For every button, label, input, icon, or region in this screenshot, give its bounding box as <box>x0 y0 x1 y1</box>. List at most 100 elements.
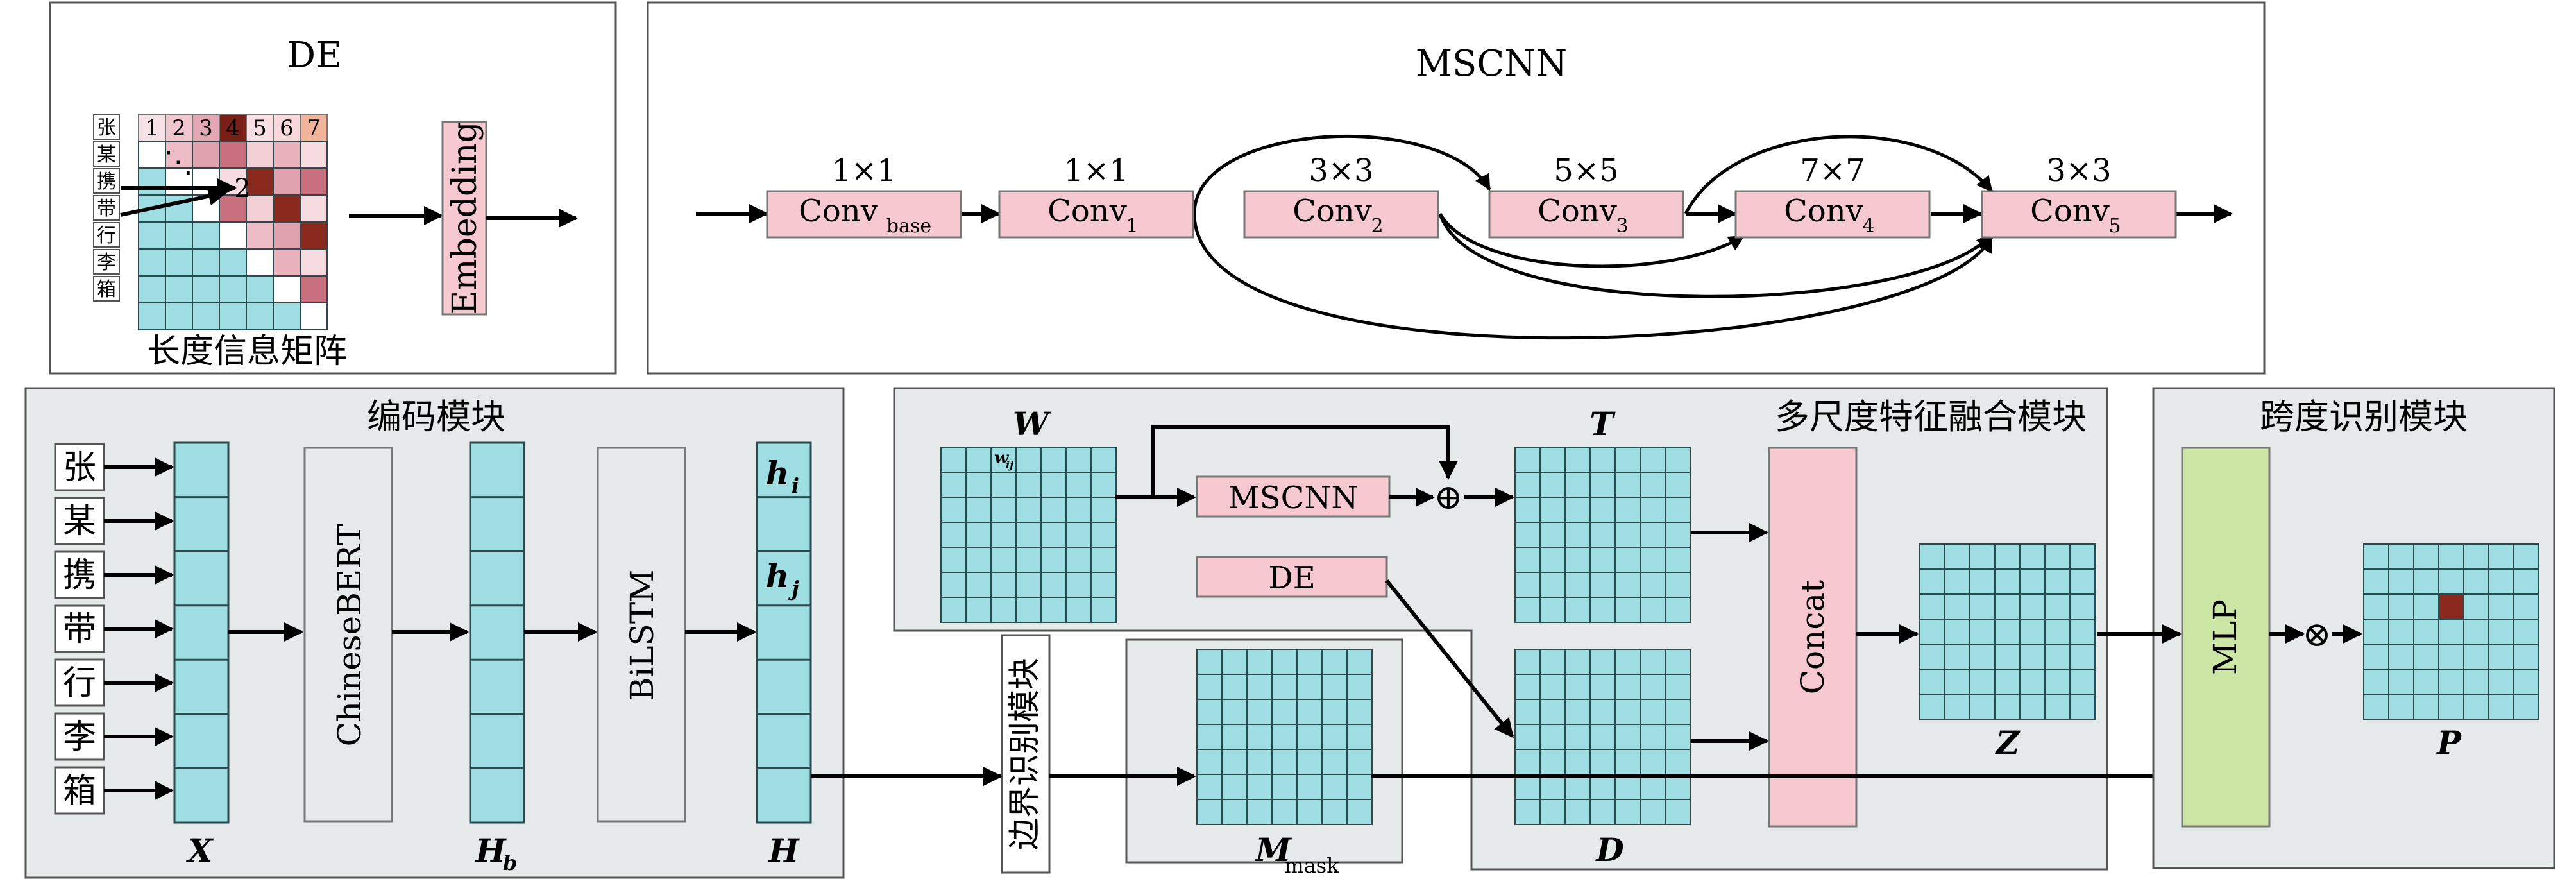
plus-symbol: ⊕ <box>1434 477 1462 517</box>
z-matrix-cell <box>1994 543 2021 570</box>
z-matrix-cell <box>1994 593 2021 620</box>
d-matrix-cell <box>1614 699 1641 725</box>
p-matrix-cell <box>2388 543 2414 570</box>
mask-matrix-cell <box>1296 674 1323 700</box>
de-arrow-2 <box>120 186 228 217</box>
concat-box <box>1768 447 1858 828</box>
input-char-box <box>54 658 105 707</box>
w-matrix-cell <box>940 447 967 473</box>
t-matrix-cell <box>1564 547 1591 573</box>
d-matrix-cell <box>1640 799 1666 825</box>
mask-matrix-cell <box>1221 649 1248 675</box>
w-matrix-cell <box>990 597 1017 623</box>
d-matrix-cell <box>1665 799 1691 825</box>
mask-matrix-cell <box>1271 699 1298 725</box>
conv2-to-conv5-arc <box>1438 213 1993 298</box>
t-matrix-cell <box>1514 572 1541 598</box>
de-matrix-cell <box>138 221 166 250</box>
mask-matrix-cell <box>1196 774 1223 800</box>
conv-kernel-size: 7×7 <box>1800 153 1865 189</box>
t-matrix-cell <box>1539 597 1566 623</box>
d-matrix-cell <box>1514 649 1541 675</box>
p-matrix-cell <box>2463 543 2489 570</box>
t-label: T <box>1589 405 1616 443</box>
w-matrix-cell <box>1015 572 1042 598</box>
t-matrix-cell <box>1589 572 1616 598</box>
de-matrix-cell <box>246 302 274 330</box>
z-label: Z <box>1995 724 2021 762</box>
de-matrix-cell <box>300 275 328 303</box>
w-matrix-cell <box>990 522 1017 548</box>
p-matrix-cell <box>2513 543 2539 570</box>
otimes-symbol: ⊗ <box>2302 614 2331 654</box>
de-box <box>1196 556 1388 598</box>
d-matrix-cell <box>1539 774 1566 800</box>
de-matrix-cell <box>300 302 328 330</box>
t-matrix-cell <box>1589 497 1616 523</box>
p-matrix-cell <box>2463 694 2489 720</box>
d-matrix-cell <box>1640 724 1666 750</box>
t-matrix-cell <box>1539 447 1566 473</box>
mask-matrix-cell <box>1321 649 1348 675</box>
z-matrix-cell <box>2044 669 2071 695</box>
mask-matrix-cell <box>1246 799 1273 825</box>
t-matrix-cell <box>1665 547 1691 573</box>
de-matrix-cell <box>192 302 220 330</box>
input-char: 李 <box>63 718 96 756</box>
p-matrix-cell <box>2388 694 2414 720</box>
d-matrix-cell <box>1564 649 1591 675</box>
mask-matrix-cell <box>1296 649 1323 675</box>
conv-name: Conv <box>799 193 878 229</box>
z-matrix-cell <box>1944 568 1970 595</box>
chinesebert-box <box>303 447 393 823</box>
de-matrix-cell <box>192 167 220 196</box>
de-matrix-cell <box>219 275 247 303</box>
de-matrix-cell <box>165 167 193 196</box>
w-matrix <box>940 447 1117 623</box>
w-matrix-cell <box>1065 597 1092 623</box>
d-matrix-cell <box>1539 749 1566 775</box>
d-matrix-cell <box>1614 724 1641 750</box>
input-char-box <box>54 712 105 761</box>
mask-matrix-cell <box>1271 774 1298 800</box>
d-matrix-cell <box>1640 699 1666 725</box>
p-matrix-cell <box>2413 619 2439 645</box>
w-matrix-cell <box>1015 522 1042 548</box>
t-matrix-cell <box>1539 547 1566 573</box>
t-matrix-cell <box>1564 472 1591 498</box>
w-matrix-cell <box>990 497 1017 523</box>
mask-matrix-cell <box>1346 774 1373 800</box>
z-matrix-cell <box>1969 543 1996 570</box>
mask-matrix-cell <box>1246 724 1273 750</box>
input-char: 箱 <box>63 772 96 810</box>
de-matrix-cell <box>165 221 193 250</box>
p-matrix-cell <box>2513 568 2539 595</box>
d-matrix-cell <box>1614 749 1641 775</box>
z-matrix-cell <box>2069 644 2096 670</box>
t-matrix-cell <box>1514 472 1541 498</box>
p-matrix-cell <box>2488 543 2514 570</box>
wij-label: w <box>994 448 1010 468</box>
w-matrix-cell <box>940 597 967 623</box>
d-matrix-cell <box>1640 674 1666 700</box>
mask-matrix-cell <box>1221 774 1248 800</box>
w-matrix-cell <box>965 522 992 548</box>
conv-subscript: 2 <box>1371 215 1383 237</box>
de-matrix-cell <box>300 194 328 223</box>
input-char: 行 <box>63 664 96 703</box>
chinesebert-label: ChineseBERT <box>331 524 368 747</box>
p-matrix-cell <box>2388 619 2414 645</box>
d-matrix-cell <box>1564 724 1591 750</box>
de-row-char: 携 <box>97 171 116 193</box>
p-matrix-cell <box>2363 694 2389 720</box>
w-matrix-cell <box>1065 447 1092 473</box>
conv-block <box>766 190 962 239</box>
w-matrix-cell <box>1015 597 1042 623</box>
de-header-num: 4 <box>226 115 240 141</box>
w-matrix-cell <box>940 522 967 548</box>
de-matrix-cell <box>300 141 328 169</box>
de-to-d-arrow <box>1385 579 1514 738</box>
de-matrix-cell <box>273 167 301 196</box>
m-sub: mask <box>1284 853 1339 878</box>
